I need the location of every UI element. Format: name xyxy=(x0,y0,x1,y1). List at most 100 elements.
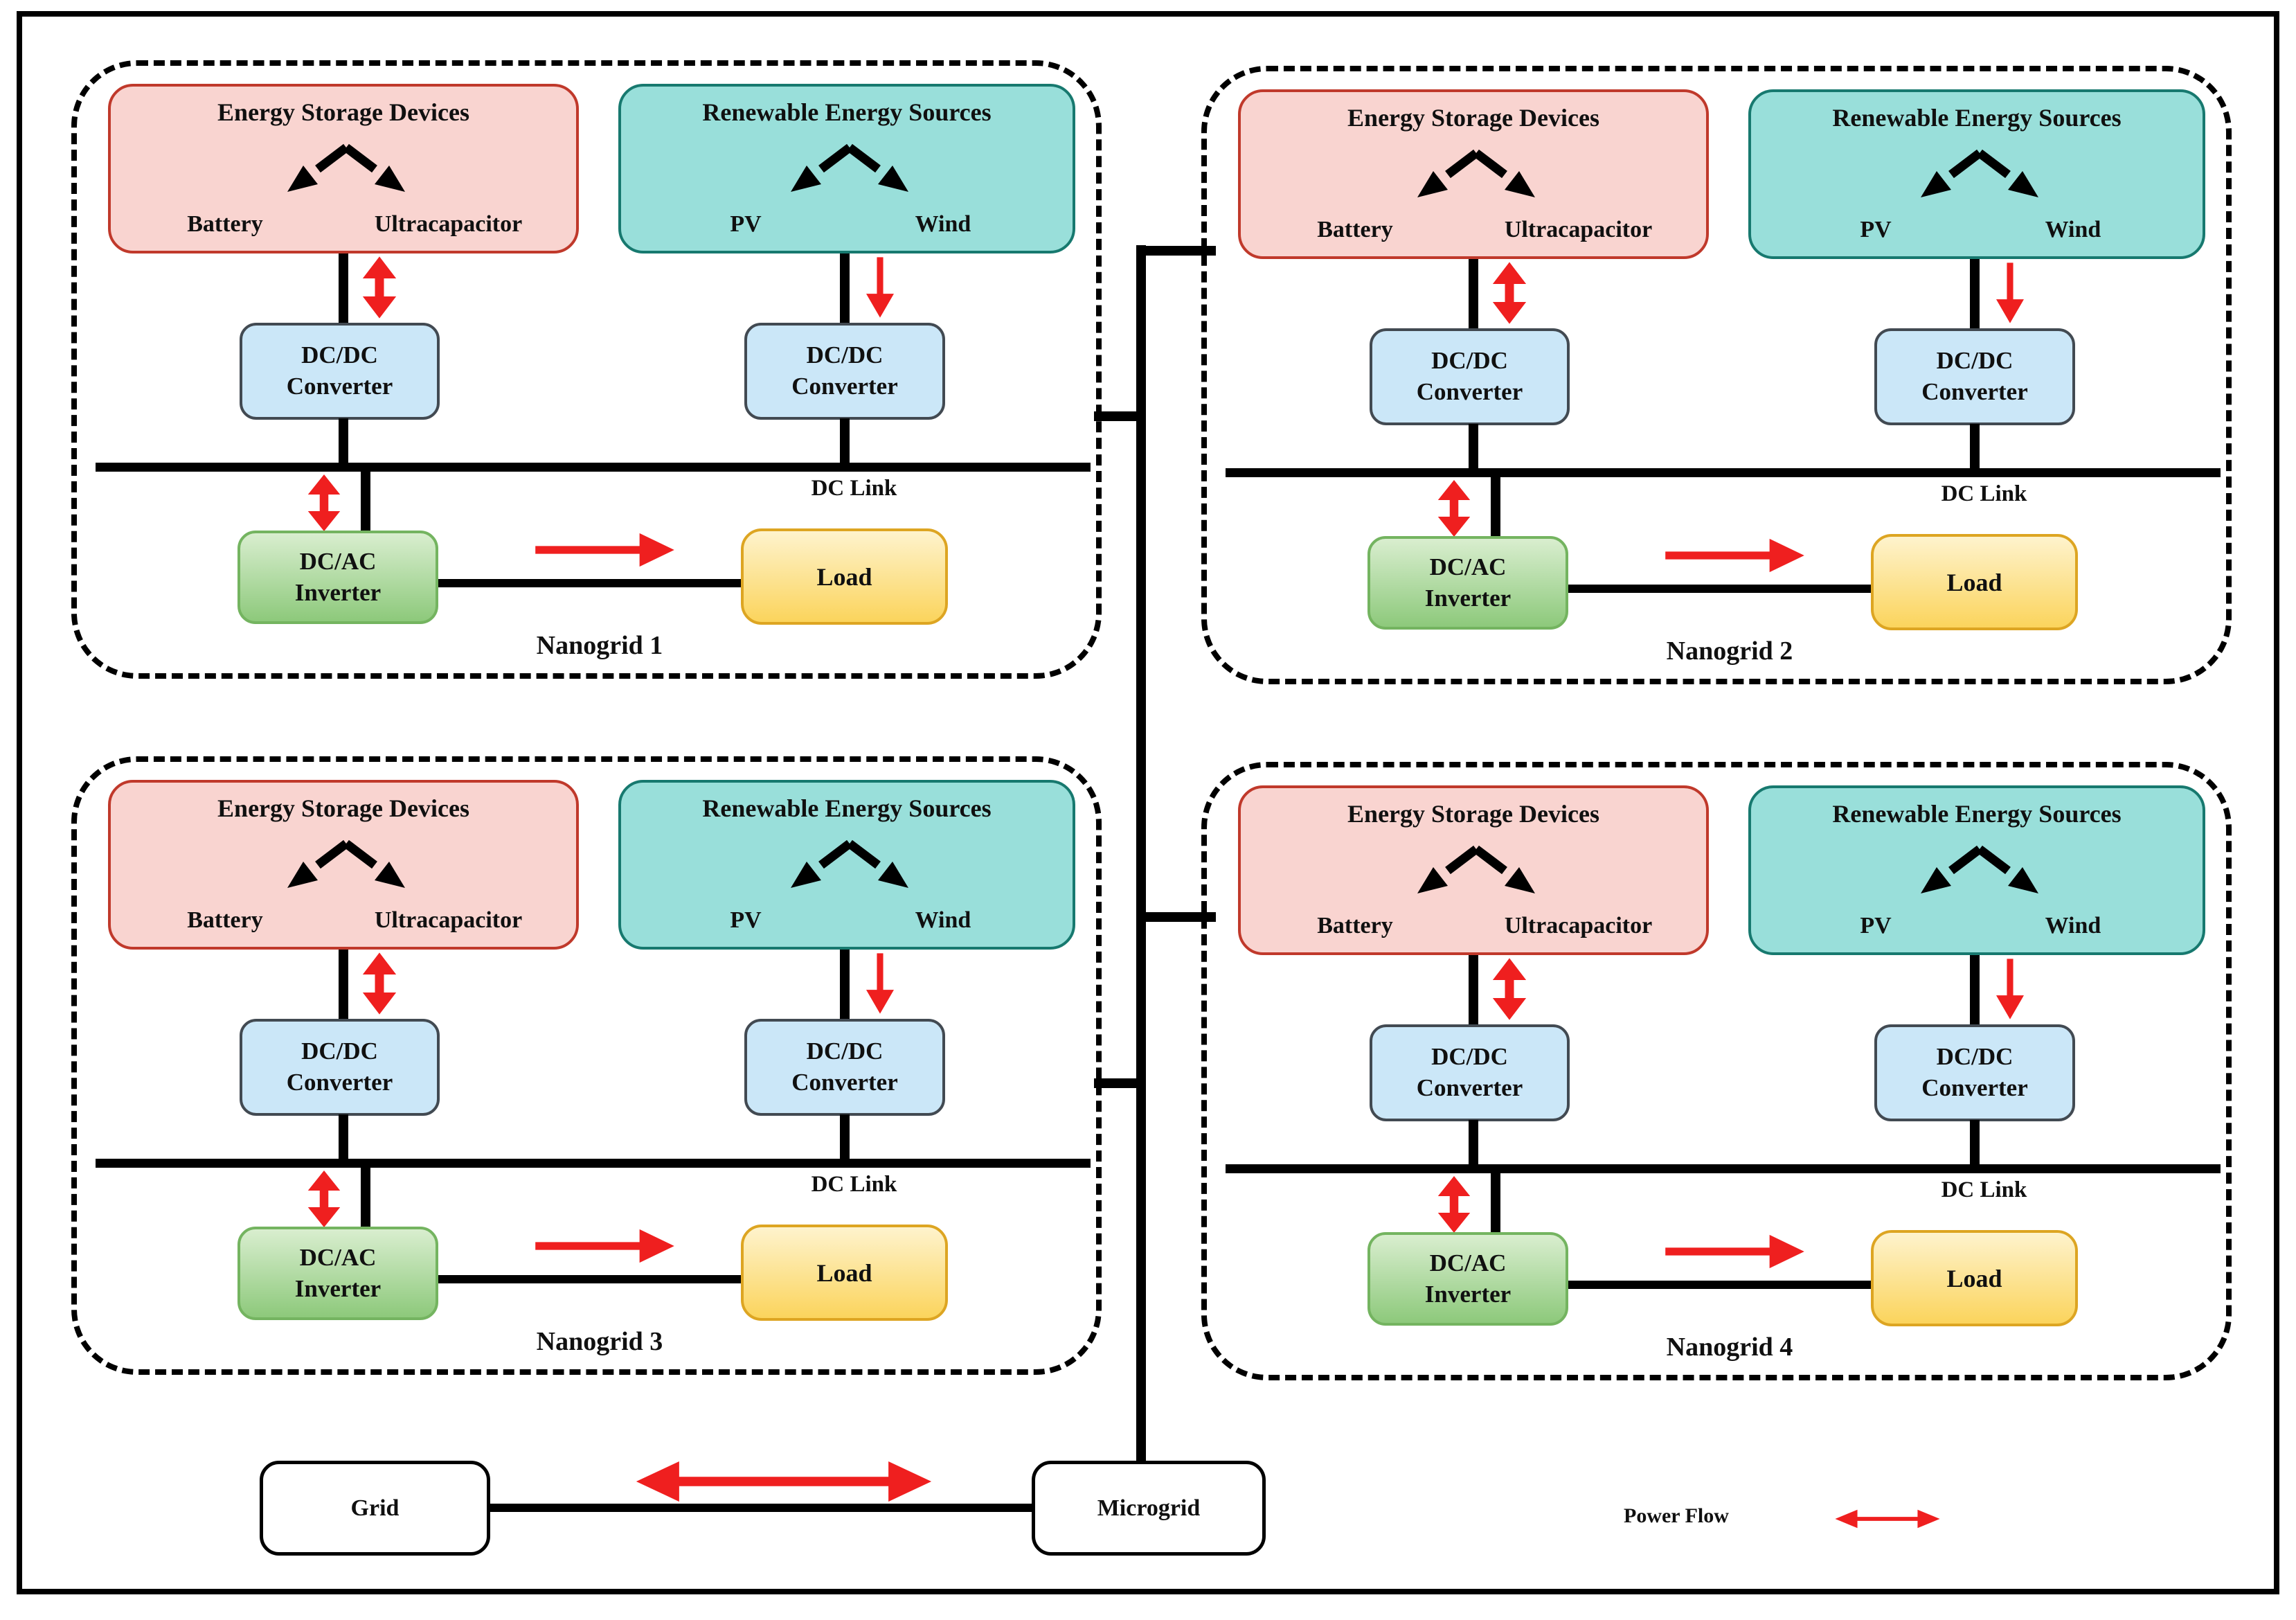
red-double-arrow-icon xyxy=(307,1171,341,1227)
pv-label: PV xyxy=(730,211,762,237)
red-down-arrow-icon xyxy=(1996,262,2024,323)
load-label: Load xyxy=(1946,568,2002,596)
dcdc-converter-storage: DC/DC Converter xyxy=(1370,1024,1570,1121)
battery-label: Battery xyxy=(187,907,263,933)
branch-arrows-icon xyxy=(1921,149,2038,197)
renewable-sources-box: Renewable Energy Sources PV Wind xyxy=(618,84,1075,253)
grid-box: Grid xyxy=(260,1461,490,1556)
pv-label: PV xyxy=(730,907,762,933)
red-down-arrow-icon xyxy=(866,953,894,1014)
converter-label: DC/DC xyxy=(1936,347,2014,375)
dcac-inverter: DC/AC Inverter xyxy=(237,531,438,624)
renewable-sources-box: Renewable Energy Sources PV Wind xyxy=(1748,89,2205,259)
connector-line xyxy=(339,950,348,1020)
red-down-arrow-icon xyxy=(866,257,894,318)
red-double-arrow-icon xyxy=(362,952,397,1015)
converter-label: DC/DC xyxy=(806,1038,884,1065)
converter-label: Converter xyxy=(1921,378,2028,405)
load-box: Load xyxy=(1871,534,2078,630)
ultracapacitor-label: Ultracapacitor xyxy=(374,907,523,933)
inverter-label: DC/AC xyxy=(299,547,377,575)
load-box: Load xyxy=(1871,1230,2078,1326)
energy-storage-box: Energy Storage Devices Battery Ultracapa… xyxy=(1238,785,1709,955)
inverter-load-line xyxy=(1568,1281,1871,1289)
connector-line xyxy=(840,253,850,324)
inverter-load-line xyxy=(438,1275,741,1283)
energy-storage-title: Energy Storage Devices xyxy=(217,794,469,822)
red-double-arrow-icon xyxy=(1492,958,1527,1020)
renewable-sources-box: Renewable Energy Sources PV Wind xyxy=(1748,785,2205,955)
red-double-arrow-icon xyxy=(362,256,397,319)
converter-label: Converter xyxy=(1416,378,1523,405)
load-label: Load xyxy=(1946,1264,2002,1292)
trunk-stub-nanogrid-4 xyxy=(1141,912,1216,922)
inverter-load-line xyxy=(438,579,741,587)
renewable-sources-title: Renewable Energy Sources xyxy=(1832,800,2122,828)
converter-label: DC/DC xyxy=(806,341,884,369)
outer-border xyxy=(17,11,2279,1594)
red-right-arrow-icon xyxy=(535,1229,674,1263)
converter-label: Converter xyxy=(791,1069,898,1096)
dc-link-bus xyxy=(1226,1164,2221,1173)
trunk-stub-nanogrid-1 xyxy=(1094,411,1141,421)
converter-label: Converter xyxy=(286,373,393,400)
dcac-inverter: DC/AC Inverter xyxy=(1367,1232,1568,1326)
dcdc-converter-storage: DC/DC Converter xyxy=(240,1019,440,1116)
dcdc-converter-storage: DC/DC Converter xyxy=(240,323,440,420)
dc-link-label: DC Link xyxy=(811,1172,897,1197)
nanogrid-label: Nanogrid 1 xyxy=(536,631,663,660)
nanogrid-1: Energy Storage Devices Battery Ultracapa… xyxy=(71,60,1102,679)
ultracapacitor-label: Ultracapacitor xyxy=(1504,217,1653,242)
red-double-arrow-icon xyxy=(307,474,341,531)
connector-line xyxy=(1970,259,1980,330)
connector-line xyxy=(1469,259,1478,330)
battery-label: Battery xyxy=(1317,217,1393,242)
dc-link-bus xyxy=(1226,468,2221,477)
dc-link-label: DC Link xyxy=(1941,1177,2027,1202)
connector-line xyxy=(339,253,348,324)
connector-line xyxy=(361,472,370,533)
nanogrid-label: Nanogrid 3 xyxy=(536,1327,663,1356)
connector-line xyxy=(339,1114,348,1160)
branch-arrows-icon xyxy=(1417,149,1535,197)
red-right-arrow-icon xyxy=(1665,538,1804,573)
nanogrid-label: Nanogrid 4 xyxy=(1666,1333,1793,1362)
wind-label: Wind xyxy=(2045,217,2101,242)
connector-line xyxy=(1469,1120,1478,1166)
load-box: Load xyxy=(741,528,948,625)
inverter-label: DC/AC xyxy=(1429,1249,1507,1276)
renewable-sources-title: Renewable Energy Sources xyxy=(1832,104,2122,132)
dc-link-bus xyxy=(96,1159,1091,1168)
trunk-stub-nanogrid-2 xyxy=(1141,246,1216,256)
connector-line xyxy=(361,1168,370,1229)
energy-storage-box: Energy Storage Devices Battery Ultracapa… xyxy=(108,780,579,950)
load-label: Load xyxy=(816,1258,872,1287)
connector-line xyxy=(840,418,850,464)
red-double-arrow-icon xyxy=(1492,262,1527,324)
energy-storage-title: Energy Storage Devices xyxy=(1347,800,1599,828)
dcdc-converter-res: DC/DC Converter xyxy=(744,1019,945,1116)
nanogrid-label: Nanogrid 2 xyxy=(1666,637,1793,666)
branch-arrows-icon xyxy=(1921,845,2038,893)
converter-label: DC/DC xyxy=(1936,1043,2014,1071)
branch-arrows-icon xyxy=(791,143,908,192)
pv-label: PV xyxy=(1860,217,1892,242)
converter-label: DC/DC xyxy=(1431,1043,1508,1071)
red-double-arrow-icon xyxy=(636,1461,932,1502)
connector-line xyxy=(840,1114,850,1160)
energy-storage-title: Energy Storage Devices xyxy=(1347,104,1599,132)
dcac-inverter: DC/AC Inverter xyxy=(1367,536,1568,630)
power-flow-legend-label: Power Flow xyxy=(1624,1504,1729,1527)
wind-label: Wind xyxy=(915,211,971,237)
branch-arrows-icon xyxy=(1417,845,1535,893)
dcdc-converter-res: DC/DC Converter xyxy=(744,323,945,420)
load-box: Load xyxy=(741,1225,948,1321)
connector-line xyxy=(840,950,850,1020)
inverter-label: Inverter xyxy=(294,578,382,606)
trunk-stub-nanogrid-3 xyxy=(1094,1078,1141,1088)
renewable-sources-box: Renewable Energy Sources PV Wind xyxy=(618,780,1075,950)
connector-line xyxy=(1491,477,1500,538)
nanogrid-2: Energy Storage Devices Battery Ultracapa… xyxy=(1201,66,2232,684)
energy-storage-box: Energy Storage Devices Battery Ultracapa… xyxy=(1238,89,1709,259)
converter-label: DC/DC xyxy=(1431,347,1508,375)
